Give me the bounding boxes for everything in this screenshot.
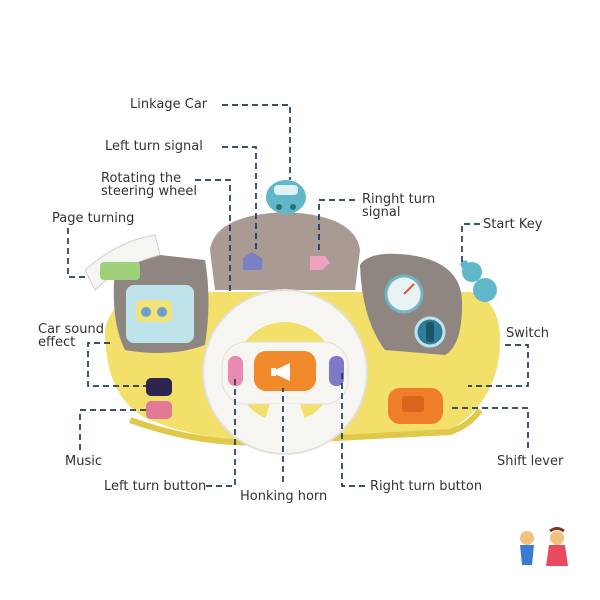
label-right-turn-button: Right turn button xyxy=(370,479,483,494)
label-start-key: Start Key xyxy=(483,217,543,232)
label-rotating-line1: Rotating the xyxy=(101,171,182,186)
kids-logo-icon xyxy=(520,527,568,566)
left-turn-wheel-button xyxy=(228,356,243,386)
label-rotating-line2: steering wheel xyxy=(101,184,197,199)
left-turn-signal-button xyxy=(243,252,262,270)
label-left-turn-signal: Left turn signal xyxy=(105,139,203,154)
leader-lines xyxy=(67,104,529,487)
music-button xyxy=(146,401,172,419)
right-turn-signal-button xyxy=(310,256,330,270)
label-music: Music xyxy=(65,454,102,469)
right-turn-wheel-button xyxy=(329,356,344,386)
console-arch xyxy=(210,212,360,290)
label-car-sound-line1: Car sound xyxy=(38,322,104,337)
label-linkage-car: Linkage Car xyxy=(130,97,208,112)
label-left-turn-button: Left turn button xyxy=(104,479,207,494)
label-switch: Switch xyxy=(506,326,549,341)
label-right-signal-line2: signal xyxy=(362,205,401,220)
label-right-signal-line1: Ringht turn xyxy=(362,192,436,207)
label-page-turning: Page turning xyxy=(52,211,135,226)
car-sound-button xyxy=(146,378,172,396)
label-car-sound-line2: effect xyxy=(38,335,76,350)
label-honking-horn: Honking horn xyxy=(240,489,328,504)
label-shift-lever: Shift lever xyxy=(497,454,564,469)
